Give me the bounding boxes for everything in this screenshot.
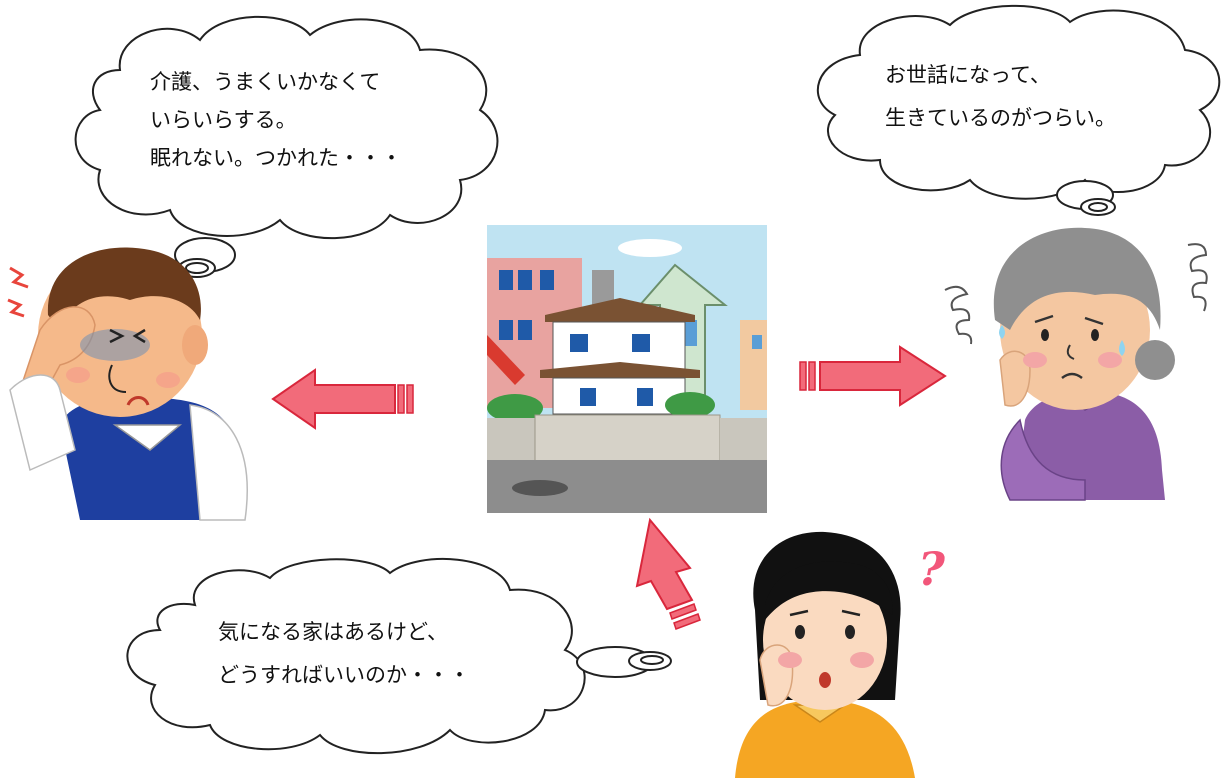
thought-bubble-neighbor [126,558,672,755]
question-mark: ? [918,542,946,596]
caregiver-bubble-text: 介護、うまくいかなくて いらいらする。 眠れない。つかれた・・・ [150,65,402,176]
neighbor-woman-illustration [735,531,915,778]
arrow-up [635,517,701,630]
house-picture [487,225,767,513]
elder-bubble-text: お世話になって、 生きているのがつらい。 [885,58,1116,136]
caregiver-line-3: 眠れない。つかれた・・・ [150,146,402,170]
caregiver-line-1: 介護、うまくいかなくて [150,70,381,94]
elder-woman-illustration [944,227,1208,501]
thought-bubble-elder [816,4,1221,216]
neighbor-line-1: 気になる家はあるけど、 [218,620,448,644]
elder-line-1: お世話になって、 [885,63,1051,87]
caregiver-man-illustration [7,247,248,521]
arrow-left [271,368,414,430]
elder-line-2: 生きているのがつらい。 [885,106,1116,130]
neighbor-line-2: どうすればいいのか・・・ [218,663,470,687]
caregiver-line-2: いらいらする。 [150,108,297,132]
neighbor-bubble-text: 気になる家はあるけど、 どうすればいいのか・・・ [218,615,470,693]
thought-bubble-caregiver [74,15,499,278]
arrow-right [799,345,947,407]
